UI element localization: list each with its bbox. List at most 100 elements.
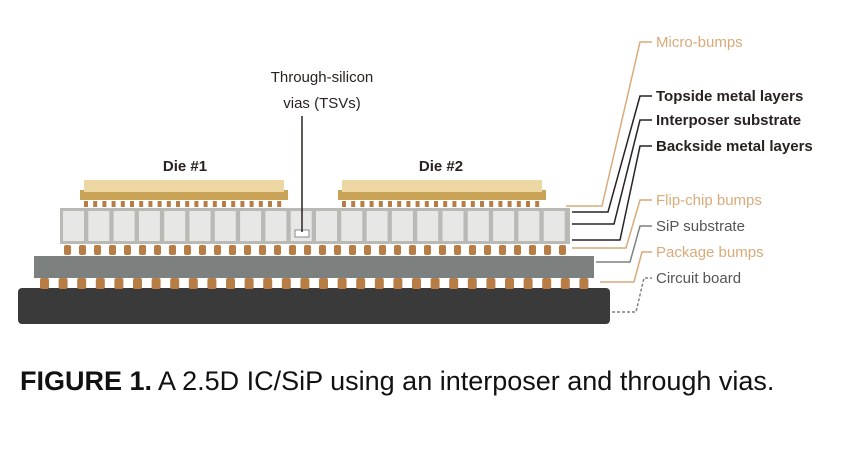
tsv-label-line2: vias (TSVs)	[283, 95, 361, 112]
micro-bump	[102, 201, 107, 207]
flip-chip-bump	[394, 245, 401, 255]
micro-bump	[360, 201, 365, 207]
flip-chip-bump	[244, 245, 251, 255]
diagram: Die #1 Die #2 Through-silicon vias (TSVs…	[18, 34, 813, 324]
micro-bump	[148, 201, 153, 207]
micro-bump	[185, 201, 190, 207]
flip-chip-bump	[484, 245, 491, 255]
micro-bump	[93, 201, 98, 207]
caption-text: A 2.5D IC/SiP using an interposer and th…	[152, 366, 775, 396]
micro-bump	[139, 201, 144, 207]
package-bump	[226, 278, 235, 289]
package-bump	[579, 278, 589, 289]
interposer-cell	[467, 211, 489, 241]
die-2-body	[342, 180, 542, 192]
package-bump	[207, 278, 217, 289]
interposer-cell	[442, 211, 464, 241]
micro-bump	[268, 201, 272, 207]
micro-bump	[240, 201, 245, 207]
package-bump	[560, 278, 570, 289]
callout-leaders	[566, 41, 652, 313]
interposer-cell	[417, 211, 439, 241]
interposer-cell	[265, 211, 287, 241]
leader-backside-metal	[572, 145, 652, 241]
flip-chip-bump	[364, 245, 371, 255]
interposer-cell	[138, 211, 160, 241]
interposer-cell	[316, 211, 337, 241]
leader-micro-bumps	[566, 41, 652, 207]
label-micro-bumps: Micro-bumps	[656, 34, 743, 51]
package-bump	[393, 278, 403, 289]
package-bump	[412, 278, 421, 289]
micro-bump	[258, 201, 263, 207]
micro-bump	[130, 201, 134, 207]
flip-chip-bump	[169, 245, 176, 255]
interposer-cell	[164, 211, 186, 241]
package-bump	[77, 278, 87, 289]
flip-chip-bump	[454, 245, 461, 255]
flip-chip-bump	[469, 245, 476, 255]
flip-chip-bump	[199, 245, 206, 255]
label-flip-chip-bumps: Flip-chip bumps	[656, 192, 762, 209]
flip-chip-bump	[334, 245, 341, 255]
interposer-cell	[518, 211, 540, 241]
package-bump	[40, 278, 49, 289]
flip-chip-bump	[439, 245, 446, 255]
flip-chip-bump	[304, 245, 311, 255]
package-bump	[151, 278, 161, 289]
micro-bump	[166, 201, 171, 207]
flip-chip-bump	[289, 245, 296, 255]
figure-caption: FIGURE 1. A 2.5D IC/SiP using an interpo…	[20, 364, 830, 398]
tsv-label-line1: Through-silicon	[271, 69, 374, 86]
label-topside-metal: Topside metal layers	[656, 88, 803, 105]
flip-chip-bump	[349, 245, 356, 255]
flip-chip-bump	[559, 245, 566, 255]
micro-bump	[369, 201, 374, 207]
micro-bump	[415, 201, 420, 207]
micro-bump	[120, 201, 125, 207]
interposer-cell	[214, 211, 236, 241]
die-2-base	[338, 190, 546, 200]
micro-bump	[84, 201, 88, 207]
interposer-cell	[88, 211, 110, 241]
flip-chip-bump	[184, 245, 191, 255]
interposer-cell	[341, 211, 363, 241]
package-bump	[58, 278, 68, 289]
micro-bump	[378, 201, 383, 207]
interposer-cell	[543, 211, 565, 241]
package-bump	[337, 278, 347, 289]
flip-chip-bump	[259, 245, 266, 255]
micro-bump	[157, 201, 162, 207]
micro-bump	[434, 201, 438, 207]
micro-bump	[176, 201, 180, 207]
package-bump	[430, 278, 440, 289]
leader-interposer-substrate	[572, 119, 652, 225]
package-bump	[542, 278, 552, 289]
flip-chip-bump	[64, 245, 71, 255]
interposer-cells	[63, 211, 565, 241]
interposer-cell	[240, 211, 262, 241]
flip-chip-bump	[154, 245, 161, 255]
micro-bump	[397, 201, 402, 207]
micro-bump	[424, 201, 429, 207]
micro-bump	[480, 201, 484, 207]
leader-sip-substrate	[596, 225, 652, 263]
micro-bump	[498, 201, 503, 207]
flip-chip-bump	[139, 245, 146, 255]
die-1-base	[80, 190, 288, 200]
flip-chip-bump	[514, 245, 521, 255]
package-bump	[319, 278, 328, 289]
package-bump	[467, 278, 477, 289]
interposer-cell	[189, 211, 211, 241]
micro-bump	[212, 201, 217, 207]
micro-bump	[249, 201, 254, 207]
leader-topside-metal	[572, 95, 652, 213]
package-bump	[523, 278, 533, 289]
micro-bump	[222, 201, 226, 207]
label-interposer-substrate: Interposer substrate	[656, 112, 801, 129]
micro-bump	[111, 201, 116, 207]
micro-bump	[535, 201, 540, 207]
flip-chip-bump	[544, 245, 551, 255]
flip-chip-bump	[124, 245, 131, 255]
micro-bump	[388, 201, 392, 207]
